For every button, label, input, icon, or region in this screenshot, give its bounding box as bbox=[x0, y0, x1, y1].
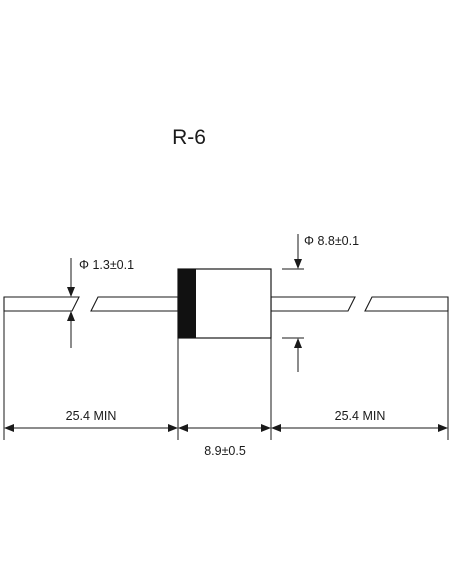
right-lead-arrow-left bbox=[271, 424, 281, 432]
left-lead-length-label: 25.4 MIN bbox=[66, 409, 117, 423]
right-lead-length-label: 25.4 MIN bbox=[335, 409, 386, 423]
body-diameter-dimension: Φ 8.8±0.1 bbox=[282, 234, 359, 372]
body-dia-arrow-down bbox=[294, 259, 302, 269]
right-lead bbox=[270, 296, 449, 312]
lead-diameter-label: Φ 1.3±0.1 bbox=[79, 258, 134, 272]
body-length-label: 8.9±0.5 bbox=[204, 444, 246, 458]
body-arrow-left bbox=[178, 424, 188, 432]
lead-diameter-dimension: Φ 1.3±0.1 bbox=[67, 258, 134, 348]
left-lead bbox=[3, 296, 179, 312]
left-lead-arrow-left bbox=[4, 424, 14, 432]
left-lead-arrow-right bbox=[168, 424, 178, 432]
left-lead-segment-outer bbox=[3, 296, 80, 312]
body-dia-arrow-up bbox=[294, 338, 302, 348]
right-lead-segment-inner bbox=[270, 296, 356, 312]
package-title: R-6 bbox=[172, 126, 206, 149]
right-lead-arrow-right bbox=[438, 424, 448, 432]
lead-dia-arrow-down bbox=[67, 287, 75, 297]
cathode-band bbox=[178, 269, 196, 338]
right-lead-segment-outer bbox=[364, 296, 449, 312]
length-dimension-line bbox=[4, 424, 448, 432]
diode-body bbox=[177, 268, 272, 339]
lead-dia-arrow-up bbox=[67, 311, 75, 321]
body-arrow-right bbox=[261, 424, 271, 432]
body-diameter-label: Φ 8.8±0.1 bbox=[304, 234, 359, 248]
length-extension-lines bbox=[3, 311, 449, 440]
left-lead-segment-inner bbox=[90, 296, 179, 312]
